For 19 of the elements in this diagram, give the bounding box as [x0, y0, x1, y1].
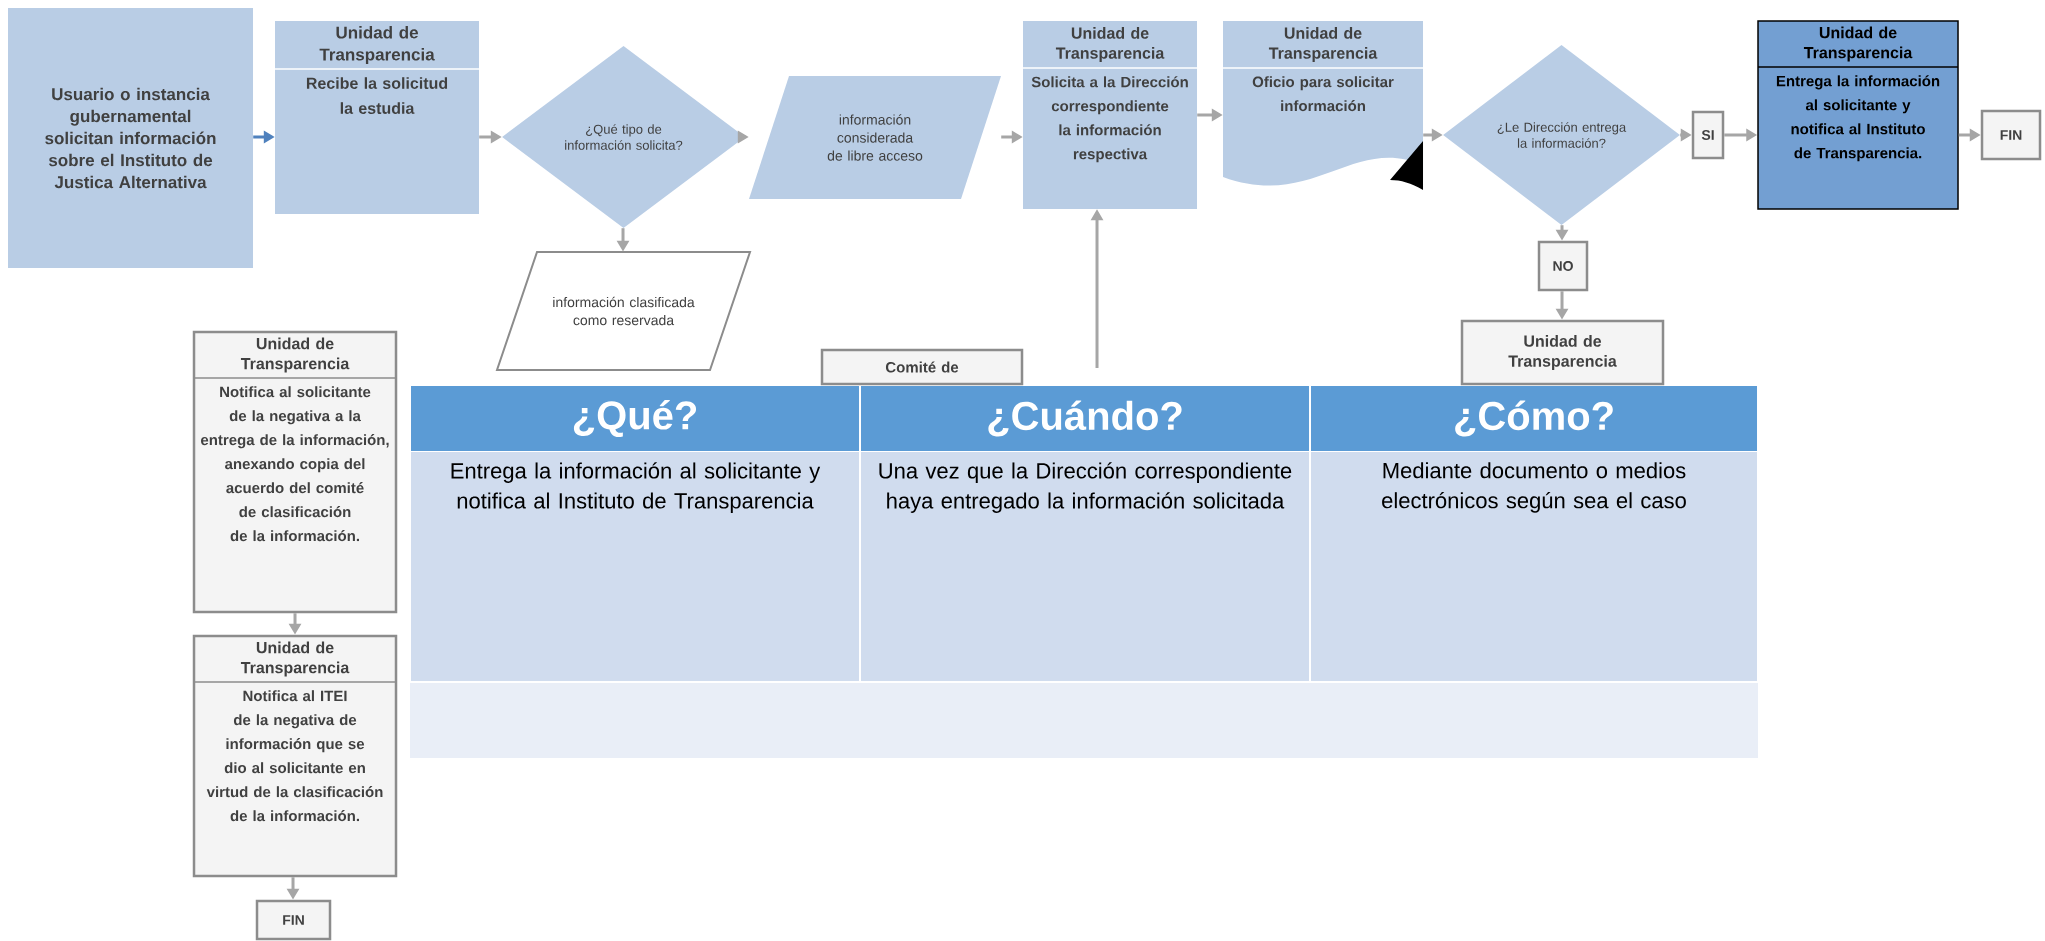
answer-box: NO — [1537, 240, 1589, 292]
process-box: Unidad de Transparencia Notifica al solicitante de la negativa a la entrega de la información, anexando copia del acuerdo del comité de clasificación de la información. — [192, 330, 398, 614]
process-box: Unidad de Transparencia Entrega la información al solicitante y notifica al Instituto de Transparencia. — [1757, 20, 1959, 210]
process-box: Comité de — [820, 348, 1024, 386]
process-box: Unidad de Transparencia — [1460, 319, 1665, 386]
end-box: FIN — [255, 899, 332, 941]
process-box: Unidad de Transparencia Solicita a la Dirección correspondiente la información respectiva — [1022, 21, 1198, 209]
table-cell: Mediante documento o medios electrónicos según sea el caso — [1311, 452, 1757, 681]
end-box: FIN — [1980, 109, 2042, 161]
table-header-cell: ¿Qué? — [411, 386, 859, 451]
process-box: Unidad de Transparencia Notifica al ITEI de la negativa de información que se dio al solicitante en virtud de la clasificación de la información. — [192, 634, 398, 878]
table-cell: Una vez que la Dirección correspondiente haya entregado la información solicitada — [861, 452, 1309, 681]
table-header-cell: ¿Cuándo? — [861, 386, 1309, 451]
data-parallelogram: información considerada de libre acceso — [749, 76, 1001, 199]
answer-box: SI — [1691, 110, 1725, 160]
table-header-cell: ¿Cómo? — [1311, 386, 1757, 451]
table-cell: Entrega la información al solicitante y notifica al Instituto de Transparencia — [411, 452, 859, 681]
process-box: Unidad de Transparencia Recibe la solicitud la estudia — [274, 21, 480, 214]
process-box: Usuario o instancia gubernamental solicitan información sobre el Instituto de Justica Alternativa — [8, 8, 253, 268]
